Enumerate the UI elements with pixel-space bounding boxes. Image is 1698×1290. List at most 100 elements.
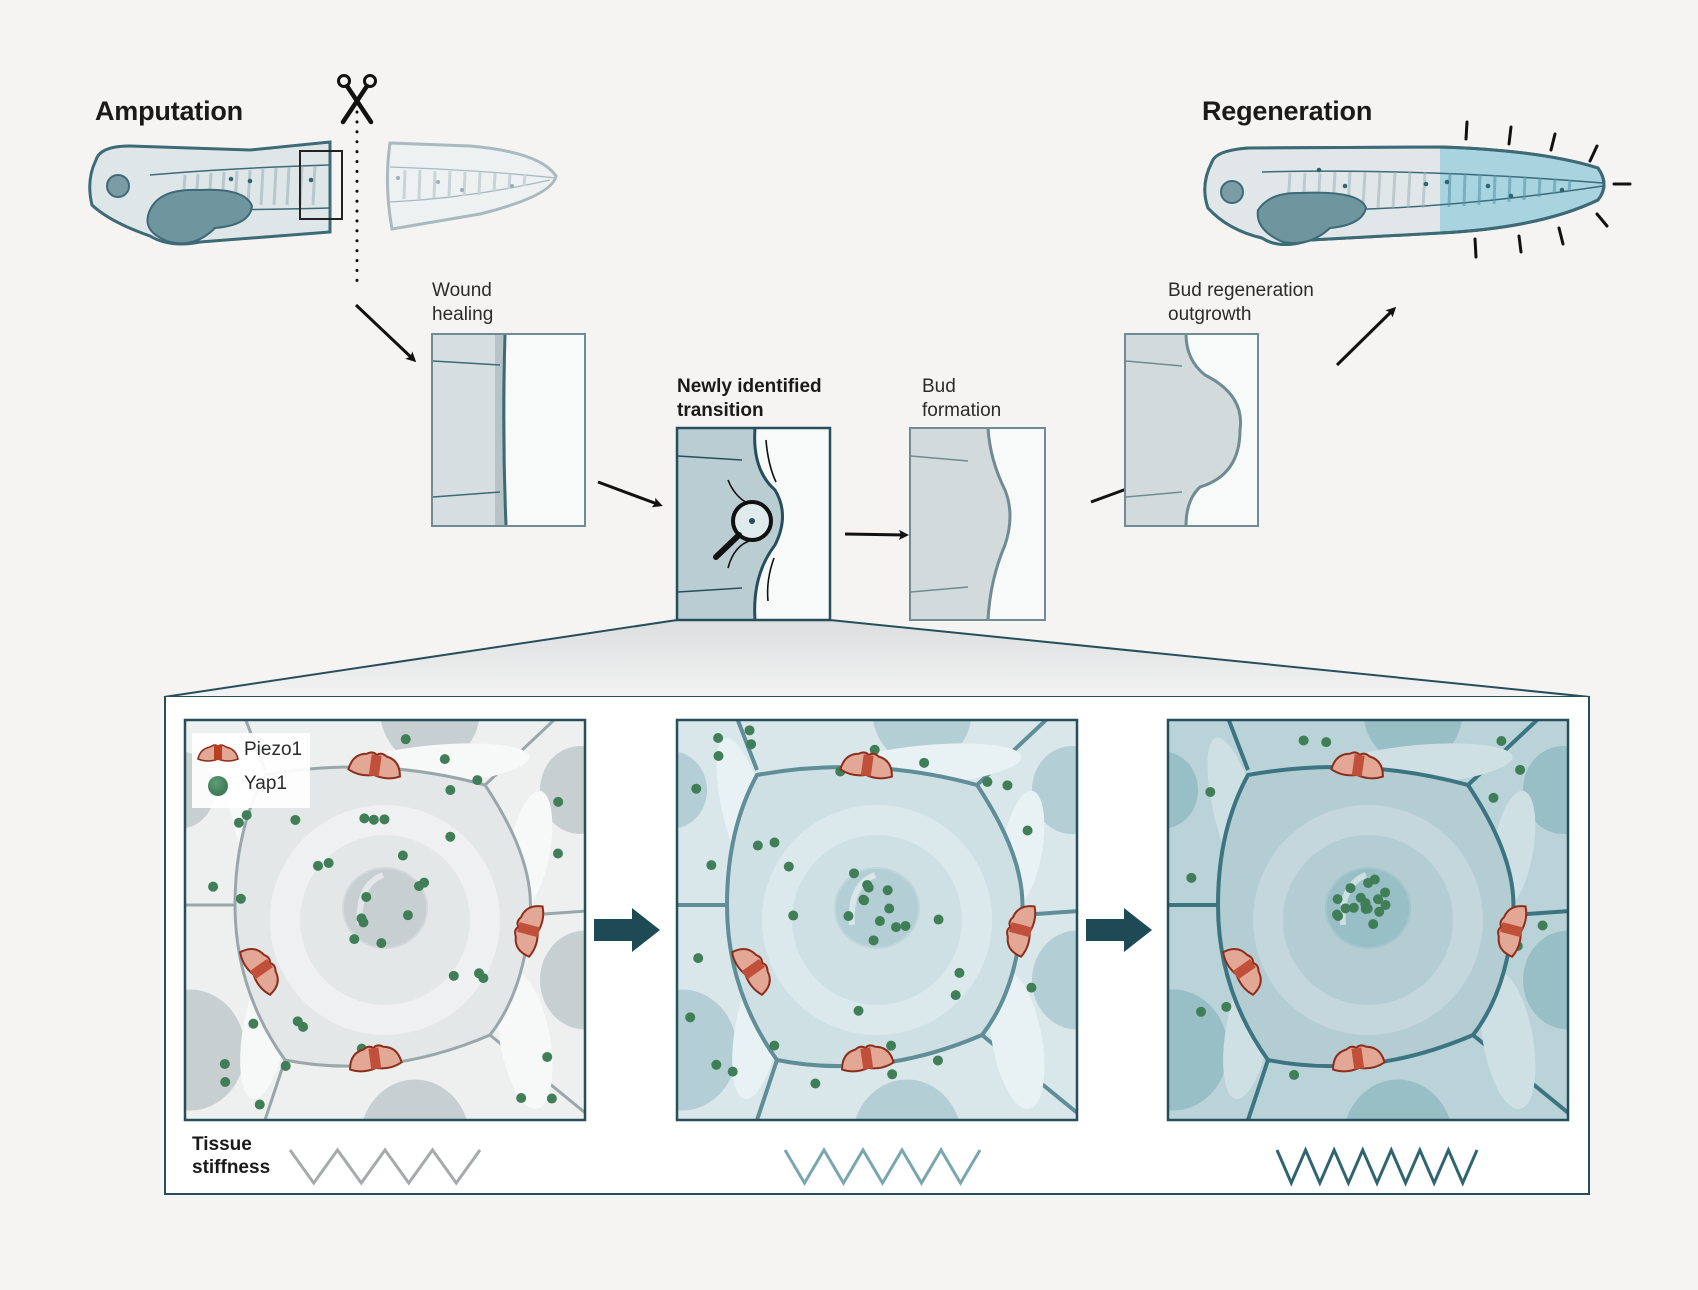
yap1-dot — [1374, 906, 1385, 917]
yap1-dot — [887, 1069, 898, 1080]
yap1-dot — [1340, 903, 1351, 914]
yap1-dot — [1332, 894, 1343, 905]
yap1-dot — [1348, 902, 1359, 913]
yap1-dot — [546, 1093, 557, 1104]
yap1-dot — [1373, 894, 1384, 905]
stage-label-bud: Bud formation — [922, 375, 1001, 423]
yap1-dot — [472, 775, 483, 786]
yap1-dot — [445, 785, 456, 796]
neighbor-nucleus — [1346, 1079, 1450, 1120]
neighbor-nucleus — [677, 989, 737, 1111]
yap1-dot — [1515, 764, 1526, 775]
yap1-dot — [982, 776, 993, 787]
top-diagram — [88, 74, 1632, 698]
yap1-dot — [397, 850, 408, 861]
yap1-dot — [1380, 887, 1391, 898]
yap1-dot — [220, 1076, 231, 1087]
stage-box-bud — [909, 427, 1046, 621]
cell-panels — [183, 718, 1570, 1187]
yap1-dot — [349, 934, 360, 945]
yap1-dot — [219, 1058, 230, 1069]
neighbor-nucleus — [1168, 989, 1228, 1111]
yap1-dot — [323, 858, 334, 869]
cell-wall — [1245, 1059, 1270, 1120]
stage-label-wound: Wound healing — [432, 279, 493, 327]
zoom-funnel — [163, 619, 1591, 698]
yap1-dot — [869, 744, 880, 755]
cytoplasm-highlight — [989, 970, 1045, 1110]
stage-box-transition — [675, 426, 832, 622]
yap1-dot — [900, 920, 911, 931]
yap1-dot — [744, 725, 755, 736]
yap1-dot — [874, 916, 885, 927]
yap1-dot — [886, 1040, 897, 1051]
stage-label-line: Bud — [922, 376, 956, 397]
piezo1-channel — [1330, 751, 1384, 780]
cell-wall — [754, 1059, 779, 1120]
yap1-dot — [1026, 982, 1037, 993]
yap1-dot — [769, 837, 780, 848]
yap1-dot — [868, 935, 879, 946]
yap1-dot — [858, 894, 869, 905]
piezo1-channel — [731, 948, 771, 996]
stage-label-outgrowth: Bud regeneration outgrowth — [1168, 279, 1314, 327]
legend-label-yap1: Yap1 — [244, 773, 287, 794]
neighbor-nucleus — [363, 1079, 467, 1120]
yap1-dot — [1289, 1069, 1300, 1080]
piezo1-channel — [839, 751, 893, 780]
neighbor-nucleus — [1523, 930, 1568, 1030]
yap1-dot-icon — [208, 776, 228, 796]
yap1-dot — [445, 831, 456, 842]
stage-label-line: Wound — [432, 280, 492, 301]
fish-tail-fragment — [385, 141, 558, 231]
yap1-dot — [685, 1012, 696, 1023]
cell-wall — [735, 720, 759, 771]
yap1-dot — [254, 1099, 265, 1110]
flow-arrows — [354, 303, 1397, 540]
yap1-dot — [727, 1066, 738, 1077]
stage-label-line: healing — [432, 304, 494, 325]
panel-border — [183, 718, 587, 1122]
stiffness-spring-1 — [288, 1147, 482, 1186]
scissors-icon — [337, 74, 377, 125]
amputation-title: Amputation — [95, 96, 243, 126]
stiffness-spring-3 — [1275, 1146, 1479, 1187]
yap1-dot — [552, 848, 563, 859]
yap1-dot — [359, 813, 370, 824]
stiffness-label-line: stiffness — [192, 1157, 271, 1178]
piezo1-channel — [514, 905, 545, 958]
cell-wall — [263, 1059, 287, 1120]
yap1-dot — [292, 1016, 303, 1027]
fish-regenerated — [1203, 120, 1632, 259]
neighbor-nucleus — [540, 930, 585, 1030]
piezo1-channel — [1006, 905, 1037, 958]
yap1-dot — [400, 734, 411, 745]
legend-label-piezo1: Piezo1 — [244, 739, 303, 760]
cytoplasm-highlight — [497, 970, 553, 1110]
yap1-dot — [1205, 786, 1216, 797]
yap1-dot — [1488, 792, 1499, 803]
yap1-dot — [891, 922, 902, 933]
yap1-dot — [1345, 883, 1356, 894]
yap1-dot — [711, 1059, 722, 1070]
yap1-dot — [376, 938, 387, 949]
yap1-dot — [1022, 825, 1033, 836]
yap1-dot — [516, 1092, 527, 1103]
yap1-dot — [356, 913, 367, 924]
yap1-dot — [361, 891, 372, 902]
yap1-dot — [1298, 735, 1309, 746]
yap1-dot — [706, 860, 717, 871]
yap1-dot — [233, 817, 244, 828]
fish-amputated — [88, 140, 343, 246]
progression-arrow-2 — [1086, 908, 1152, 952]
arrow-to-wound-healing — [354, 303, 417, 363]
arrow-to-transition — [597, 480, 663, 508]
stage-box-outgrowth — [1124, 333, 1259, 527]
yap1-dot — [788, 910, 799, 921]
yap1-dot — [1002, 780, 1013, 791]
yap1-dot — [290, 814, 301, 825]
growth-rays-icon — [1464, 120, 1632, 259]
yap1-dot — [853, 1005, 864, 1016]
yap1-dot — [241, 810, 252, 821]
piezo1-channel — [841, 1044, 895, 1073]
